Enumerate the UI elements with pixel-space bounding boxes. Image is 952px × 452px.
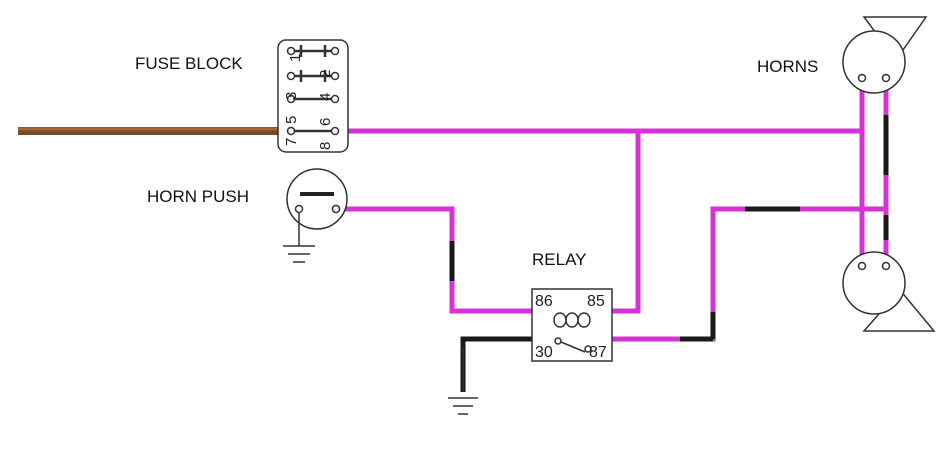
wires	[18, 85, 889, 392]
fuse-number-2: 2	[317, 70, 334, 78]
fuse-number-3: 3	[283, 92, 300, 100]
horn-push-to-relay-86-wire	[342, 206, 532, 314]
horn-push-label: HORN PUSH	[147, 187, 249, 206]
fuse-block-label: FUSE BLOCK	[135, 54, 243, 73]
fuse-number-6: 6	[317, 118, 334, 126]
fuse-number-5: 5	[283, 116, 300, 124]
relay-pin-30: 30	[535, 344, 553, 361]
fuse-number-7: 7	[283, 138, 300, 146]
horn-push-ground-icon	[283, 245, 315, 263]
relay-30-ground-wire	[460, 336, 532, 392]
fuse-number-1: 1	[287, 54, 304, 62]
feed-to-relay-85-wire	[610, 131, 641, 314]
relay-pin-86: 86	[535, 293, 553, 310]
relay-pin-87: 87	[589, 344, 607, 361]
fuse-number-4: 4	[317, 93, 334, 101]
horn-bottom	[842, 251, 936, 332]
horns-label: HORNS	[757, 57, 818, 76]
relay-pin-85: 85	[587, 293, 605, 310]
fuse-number-8: 8	[317, 142, 334, 150]
fuse-block: 5 3 7 1 8 6 4 2	[277, 39, 349, 153]
relay-ground-icon	[448, 397, 478, 415]
connection-dots	[331, 204, 341, 214]
relay: 86 85 30 87	[531, 288, 613, 362]
relay-label: RELAY	[532, 250, 587, 269]
horn-top	[842, 16, 928, 94]
